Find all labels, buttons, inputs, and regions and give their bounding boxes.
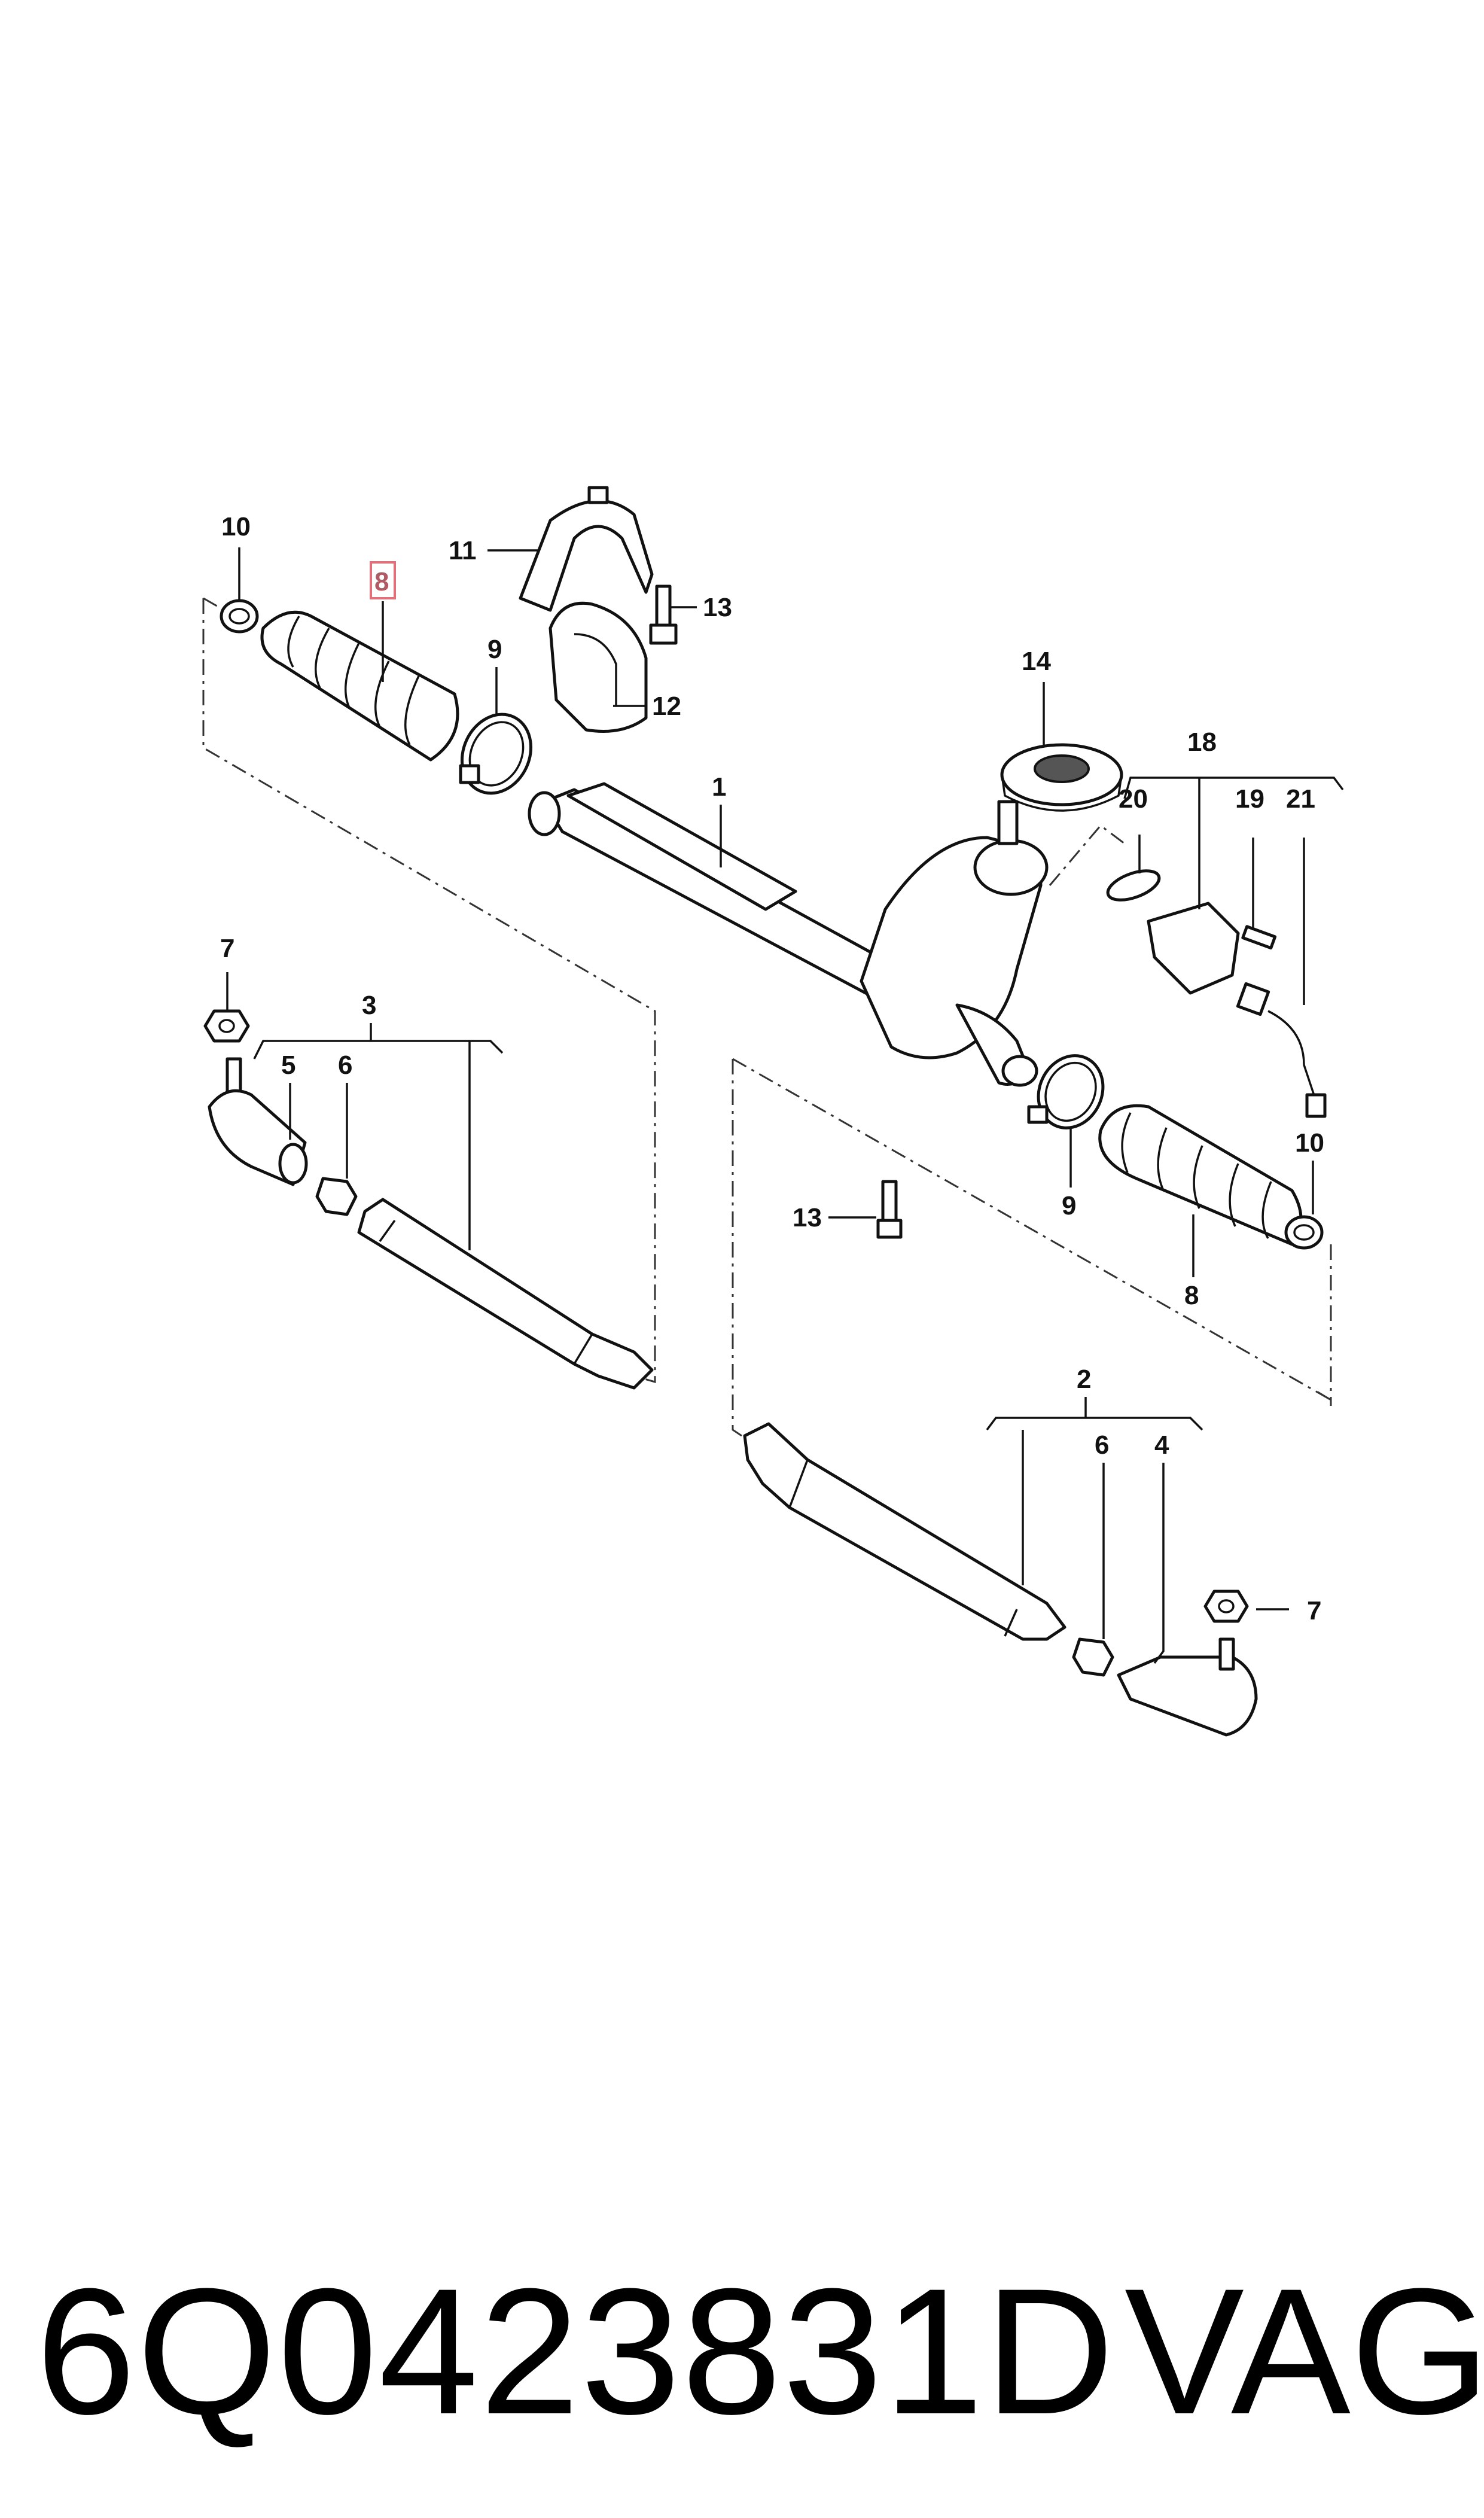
part-8-boot-left: [260, 610, 459, 762]
callout-19: 19: [1235, 784, 1264, 814]
part-18-sensor-module: [1147, 902, 1240, 995]
callout-12: 12: [652, 692, 681, 721]
callout-8: 8: [374, 567, 389, 596]
brand-label: VAG: [1125, 2251, 1484, 2452]
callout-5: 5: [281, 1051, 295, 1080]
part-9-ring-clamp-left: [459, 713, 533, 795]
callout-7: 7: [220, 934, 234, 963]
part-10-clamp-right: [1284, 1215, 1324, 1250]
part-12-rubber-bush: [548, 601, 648, 733]
callout-18: 18: [1187, 727, 1217, 757]
part-6-locknut-left: [315, 1177, 358, 1216]
part-13-bolt-upper: [649, 584, 678, 645]
callout-20: 20: [1119, 784, 1148, 814]
callout-9: 9: [1062, 1191, 1076, 1220]
part-6-locknut-right: [1072, 1637, 1114, 1677]
callout-11: 11: [449, 536, 477, 565]
callout-7: 7: [1307, 1596, 1321, 1625]
part-3-inner-tie-rod-left: [357, 1198, 654, 1390]
leader-lines: [226, 547, 1344, 1664]
part-4-tie-rod-end-right: [1117, 1637, 1258, 1737]
callout-21: 21: [1286, 784, 1315, 814]
part-19-screw: [1241, 925, 1277, 950]
callout-labels: 10 8 11 13 9 12 14 18 1 20 19 21 7 3 5 6…: [220, 512, 1324, 1625]
assembly-boundary-lines: [202, 597, 1332, 1437]
callout-8-highlight-box: [370, 561, 396, 599]
part-13-bolt-lower: [876, 1180, 903, 1239]
callout-6: 6: [338, 1051, 352, 1080]
part-11-mounting-bracket: [519, 486, 654, 612]
callout-10: 10: [1295, 1128, 1324, 1158]
part-1-rack-housing: [528, 782, 1049, 1087]
callout-2: 2: [1077, 1365, 1091, 1394]
part-9-ring-clamp-right: [1027, 1054, 1105, 1129]
part-14-seal: [1000, 743, 1123, 812]
callout-13: 13: [703, 593, 732, 622]
callout-14: 14: [1022, 647, 1051, 676]
part-number: 6Q0423831D: [36, 2251, 1116, 2452]
part-2-inner-tie-rod-right: [743, 1422, 1066, 1641]
callout-8: 8: [1184, 1281, 1199, 1310]
part-20-seal-ring: [1106, 869, 1161, 902]
callout-4: 4: [1154, 1430, 1169, 1460]
part-10-clamp-left: [220, 599, 259, 634]
part-5-tie-rod-end-left: [208, 1057, 308, 1186]
callout-9: 9: [487, 635, 502, 664]
callout-13: 13: [793, 1203, 822, 1232]
callout-6: 6: [1095, 1430, 1109, 1460]
part-7-nut-right: [1203, 1590, 1249, 1623]
part-7-nut-left: [203, 1009, 250, 1043]
callout-10: 10: [221, 512, 251, 541]
callout-1: 1: [712, 772, 726, 802]
part-21-cable-connector: [1236, 982, 1327, 1118]
part-8-boot-right: [1098, 1104, 1303, 1246]
callout-3: 3: [362, 991, 376, 1020]
